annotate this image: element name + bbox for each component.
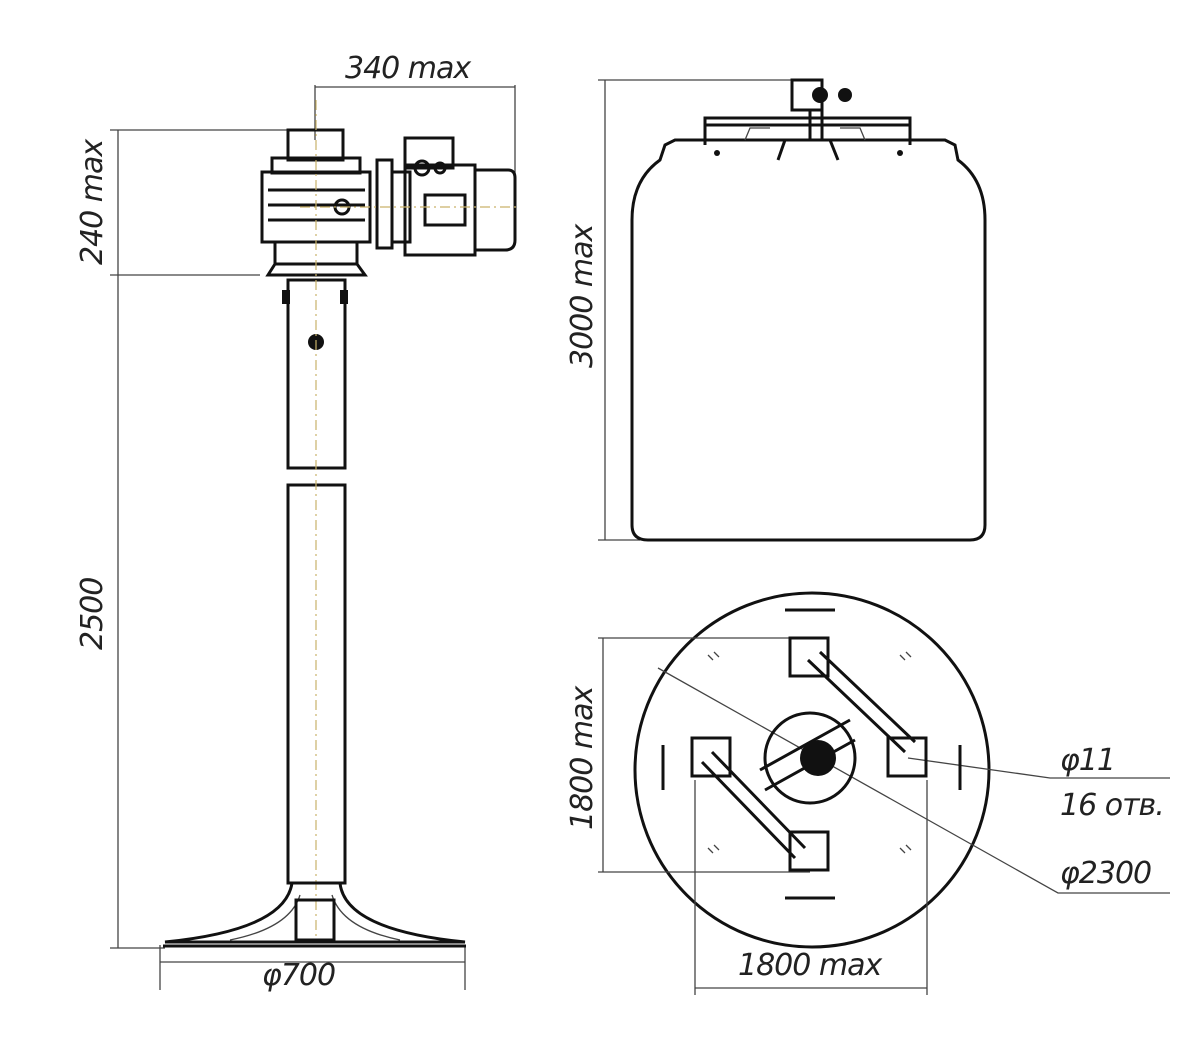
dim-frame-height: 1800 max [565, 686, 600, 830]
tank-top-view [598, 591, 1170, 995]
dim-motor-width: 340 max [345, 51, 471, 86]
dim-shaft-length: 2500 [75, 578, 110, 650]
dim-tank-height: 3000 max [565, 224, 600, 368]
dim-hole-diameter: φ11 [1060, 743, 1115, 778]
dim-tank-diameter: φ2300 [1060, 856, 1151, 891]
dim-drive-height: 240 max [75, 139, 110, 265]
dim-frame-width: 1800 max [738, 948, 882, 983]
dim-hole-count: 16 отв. [1060, 788, 1164, 823]
mixer-side-view [110, 85, 520, 990]
tank-front-view [598, 78, 987, 542]
dim-base-diameter: φ700 [262, 958, 335, 993]
